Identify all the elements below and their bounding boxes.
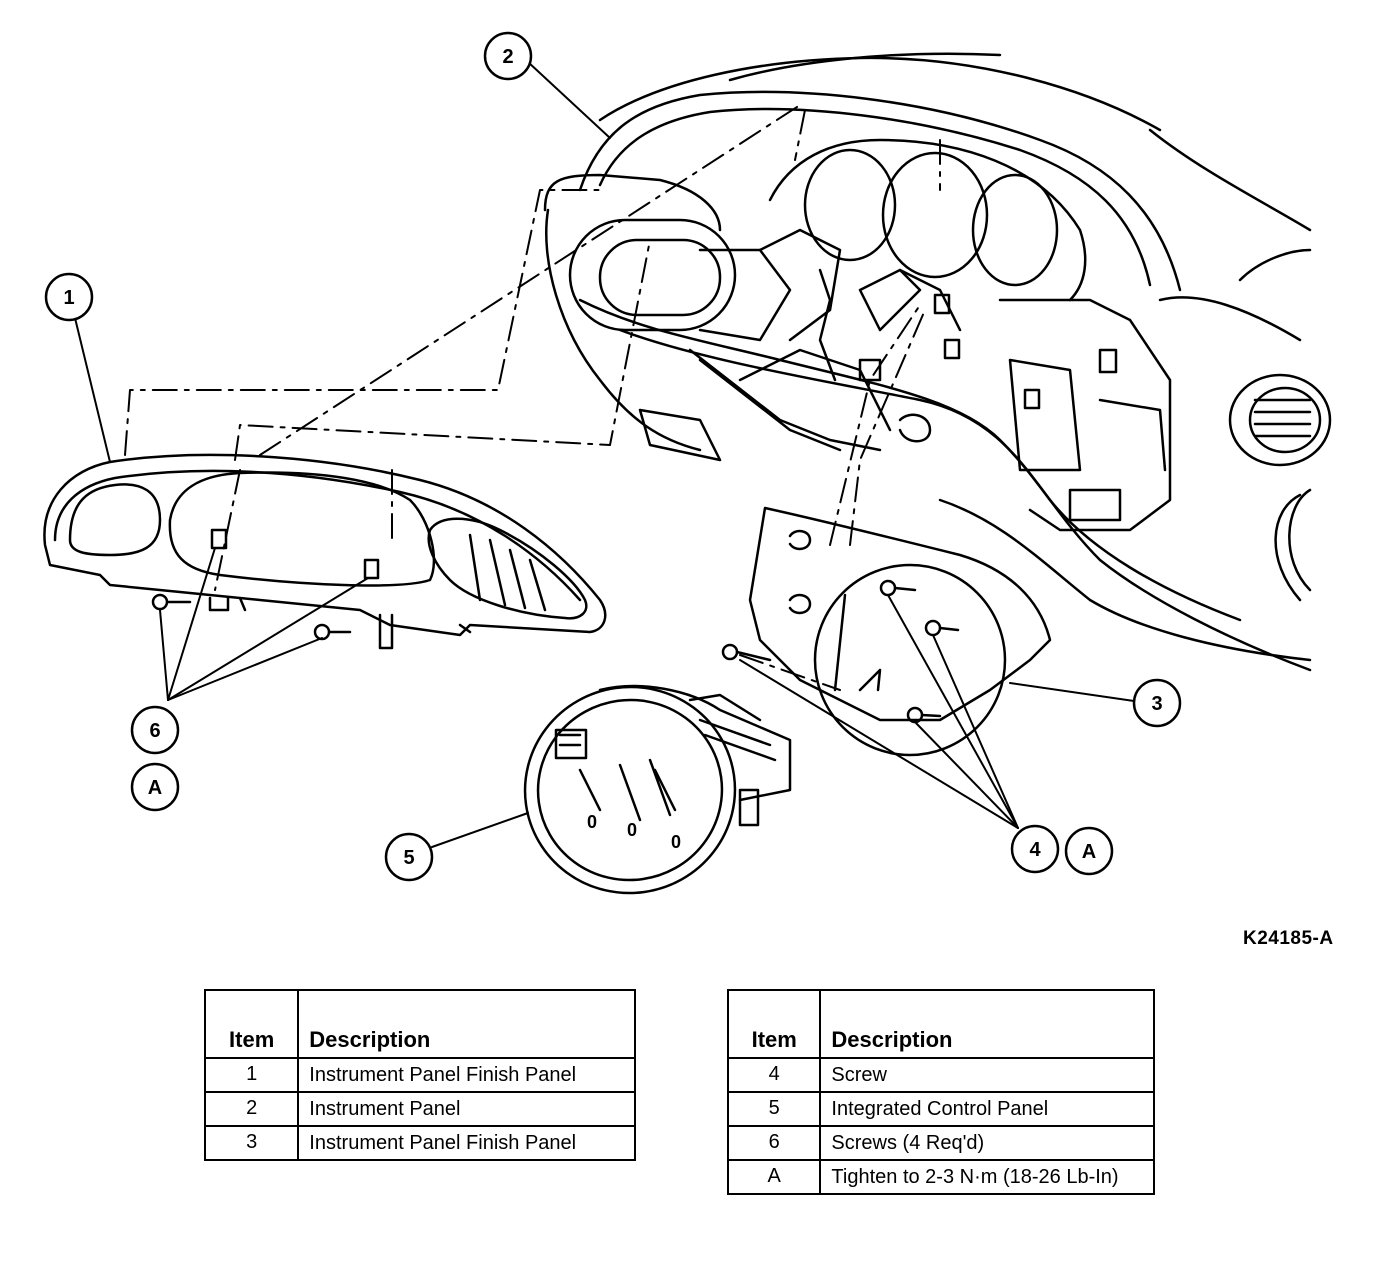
legend-row: 3 Instrument Panel Finish Panel [203, 1125, 636, 1161]
exploded-view-diagram: 1 2 3 4 5 6 A A 0 0 0 [43, 31, 1332, 895]
callout-6-circle [130, 705, 180, 755]
callout-6-label: 6 [149, 720, 160, 742]
legend-header-item: Item [726, 989, 822, 1059]
legend-item-description: Instrument Panel Finish Panel [297, 1057, 636, 1093]
legend-row: 4 Screw [726, 1057, 1155, 1093]
gauge-digit: 0 [587, 812, 597, 832]
legend-item-number: A [726, 1159, 822, 1195]
legend-row: A Tighten to 2-3 N·m (18-26 Lb-In) [726, 1159, 1155, 1195]
callout-1-label: 1 [63, 287, 74, 309]
callout-A-right-circle [1064, 826, 1114, 876]
callout-A-left-label: A [148, 777, 162, 799]
legend-item-number: 6 [726, 1125, 822, 1161]
finish-panel-right-drawing [721, 506, 1052, 757]
legend-item-number: 2 [203, 1091, 300, 1127]
legend-header-item: Item [203, 989, 300, 1059]
legend-item-description: Integrated Control Panel [819, 1091, 1155, 1127]
integrated-control-panel-drawing [523, 684, 792, 895]
figure-reference-code: K24185-A [1243, 928, 1334, 949]
legend-item-number: 3 [203, 1125, 300, 1161]
callout-3-circle [1132, 678, 1182, 728]
legend-row: 1 Instrument Panel Finish Panel [203, 1057, 636, 1093]
callout-A-right-label: A [1082, 841, 1096, 863]
legend-item-number: 5 [726, 1091, 822, 1127]
gauge-digit: 0 [627, 820, 637, 840]
assembly-guide-lines [124, 104, 941, 691]
callout-5-circle [384, 832, 434, 882]
legend-table-left: Item Description 1 Instrument Panel Fini… [203, 989, 636, 1161]
legend-row: 5 Integrated Control Panel [726, 1091, 1155, 1127]
callout-2-circle [483, 31, 533, 81]
legend-table-right: Item Description 4 Screw 5 Integrated Co… [726, 989, 1155, 1195]
callout-4-label: 4 [1029, 839, 1041, 861]
finish-panel-left-drawing [43, 453, 607, 650]
callout-5-label: 5 [403, 847, 414, 869]
legend-item-description: Instrument Panel [297, 1091, 636, 1127]
callout-3-label: 3 [1151, 693, 1162, 715]
callout-4-circle [1010, 824, 1060, 874]
legend-item-description: Tighten to 2-3 N·m (18-26 Lb-In) [819, 1159, 1155, 1195]
legend-row: 2 Instrument Panel [203, 1091, 636, 1127]
legend-row: 6 Screws (4 Req'd) [726, 1125, 1155, 1161]
callout-2-label: 2 [502, 46, 513, 68]
instrument-panel-drawing [543, 52, 1332, 672]
legend-item-number: 4 [726, 1057, 822, 1093]
legend-header-description: Description [297, 989, 636, 1059]
leader-lines [74, 61, 1135, 848]
callout-A-left-circle [130, 762, 180, 812]
legend-item-description: Instrument Panel Finish Panel [297, 1125, 636, 1161]
callout-1-circle [44, 272, 94, 322]
gauge-digit: 0 [671, 832, 681, 852]
callout-circles [44, 31, 1182, 882]
legend-header-description: Description [819, 989, 1155, 1059]
legend-item-number: 1 [203, 1057, 300, 1093]
legend-item-description: Screws (4 Req'd) [819, 1125, 1155, 1161]
legend-item-description: Screw [819, 1057, 1155, 1093]
